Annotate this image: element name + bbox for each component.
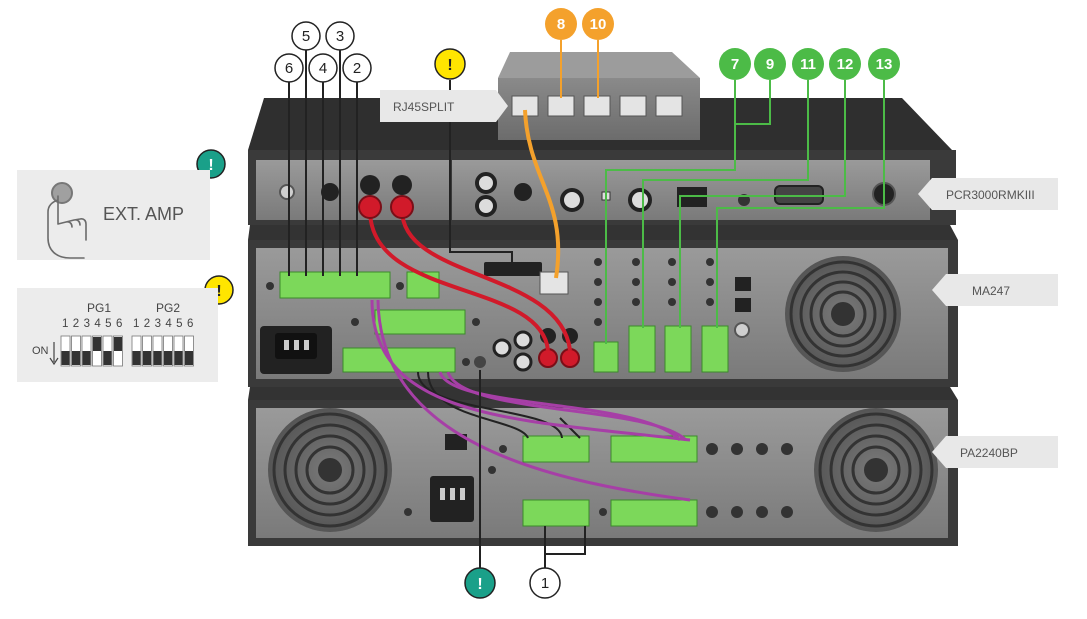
terminal-block-7: [593, 341, 619, 373]
pa2240bp-label-tag: PA2240BP: [932, 436, 1058, 468]
bus-connector-icon: [484, 262, 542, 276]
pg2-label: PG2: [156, 301, 180, 315]
callout-7: 7: [719, 48, 751, 80]
callout-6: 6: [274, 53, 304, 83]
warning-badge-yellow-rj45: !: [434, 48, 466, 80]
pg1-switch-2[interactable]: [71, 335, 81, 367]
pa2240bp-label: PA2240BP: [960, 446, 1018, 460]
rj45-port-icon: [583, 95, 611, 117]
on-label: ON: [32, 345, 49, 357]
rca-jack-icon: [475, 172, 497, 194]
callout-1: 1: [529, 567, 561, 599]
pg1-switch-1[interactable]: [60, 335, 71, 367]
fan-grille-icon: [814, 408, 938, 532]
callout-8-label: 8: [557, 16, 565, 33]
ext-amp-label: EXT. AMP: [103, 204, 184, 224]
callout-10: 10: [582, 8, 614, 40]
down-arrow-icon: [49, 342, 59, 366]
pcr-speaker-posts: [358, 175, 414, 219]
callout-11: 11: [792, 48, 824, 80]
pg1-switch-6[interactable]: [113, 335, 123, 367]
callout-9: 9: [754, 48, 786, 80]
callout-3-label: 3: [336, 28, 344, 45]
terminal-block-9: [628, 325, 656, 373]
terminal-block-bottom: [342, 347, 456, 373]
terminal-block-11: [664, 325, 692, 373]
dip-switch-panel: PG1 PG2 1 2 3 4 5 6 1 2 3 4 5 6 ON: [17, 288, 218, 382]
callout-2-label: 2: [353, 60, 361, 77]
pg2-switch-6[interactable]: [184, 335, 194, 367]
jack-icon: [514, 183, 532, 201]
pcr-label: PCR3000RMKIII: [946, 188, 1035, 202]
rj45-port-icon: [547, 95, 575, 117]
terminal-block-middle: [374, 309, 466, 335]
pg2-switch-2[interactable]: [142, 335, 152, 367]
rj45-port-icon: [539, 271, 569, 295]
callout-8: 8: [545, 8, 577, 40]
jack-icon: [628, 188, 652, 212]
jack-icon: [513, 330, 533, 350]
warning-icon: !: [447, 57, 452, 74]
pg1-switch-4[interactable]: [92, 335, 102, 367]
callout-13-label: 13: [876, 56, 893, 73]
callout-6-label: 6: [285, 60, 293, 77]
callout-4: 4: [308, 53, 338, 83]
rj45split-label: RJ45SPLIT: [393, 100, 455, 114]
warning-icon: !: [208, 157, 213, 174]
callout-4-label: 4: [319, 60, 327, 77]
callout-3: 3: [325, 21, 355, 51]
callout-5-label: 5: [302, 28, 310, 45]
jack-icon: [560, 188, 584, 212]
callout-13: 13: [868, 48, 900, 80]
callout-12-label: 12: [837, 56, 854, 73]
terminal-block-output-b: [610, 499, 698, 527]
callout-9-label: 9: [766, 56, 774, 73]
pg2-switch-3[interactable]: [152, 335, 163, 367]
terminal-block-13: [701, 325, 729, 373]
ext-amp-panel: EXT. AMP: [17, 170, 210, 260]
power-switch-icon: [445, 434, 467, 450]
pg1-switch-3[interactable]: [81, 335, 92, 367]
callout-5: 5: [291, 21, 321, 51]
pcr-label-tag: PCR3000RMKIII: [918, 178, 1058, 210]
rca-jack-icon: [475, 195, 497, 217]
rj45split-label-tag: RJ45SPLIT: [380, 90, 508, 122]
callout-2: 2: [342, 53, 372, 83]
terminal-block-top: [279, 271, 440, 299]
warning-icon: !: [477, 576, 482, 593]
terminal-block-input-b: [522, 499, 590, 527]
warning-icon: !: [216, 283, 221, 300]
pa2240bp-device: PA2240BP: [248, 387, 1058, 546]
ma247-label: MA247: [972, 284, 1010, 298]
callout-7-label: 7: [731, 56, 739, 73]
callout-10-label: 10: [590, 16, 607, 33]
jack-icon: [513, 352, 533, 372]
pg2-switch-5[interactable]: [173, 335, 184, 367]
callout-1-label: 1: [541, 575, 549, 592]
pg2-numbers: 1 2 3 4 5 6: [133, 318, 194, 330]
ground-screw-icon: [279, 184, 295, 200]
cables: [288, 50, 885, 568]
dip-switch-bank: [60, 335, 194, 367]
callout-11-label: 11: [800, 56, 816, 73]
pg1-label: PG1: [87, 301, 111, 315]
pg2-switch-1[interactable]: [131, 335, 142, 367]
jack-icon: [492, 338, 512, 358]
pg1-switch-5[interactable]: [102, 335, 113, 367]
fan-grille-icon: [785, 256, 901, 372]
pointing-hand-icon: [47, 195, 87, 259]
jack-icon: [321, 183, 339, 201]
ma247-label-tag: MA247: [932, 274, 1058, 306]
pg2-switch-4[interactable]: [163, 335, 173, 367]
fan-grille-icon: [268, 408, 392, 532]
terminal-block-input-a: [522, 435, 590, 463]
rj45-port-icon: [655, 95, 683, 117]
ext-amp-button[interactable]: EXT. AMP: [47, 182, 184, 259]
ma247-device: MA247: [248, 225, 1058, 387]
callout-12: 12: [829, 48, 861, 80]
warning-badge-teal-ground: !: [464, 567, 496, 599]
pg1-numbers: 1 2 3 4 5 6: [62, 318, 123, 330]
rj45-port-icon: [619, 95, 647, 117]
